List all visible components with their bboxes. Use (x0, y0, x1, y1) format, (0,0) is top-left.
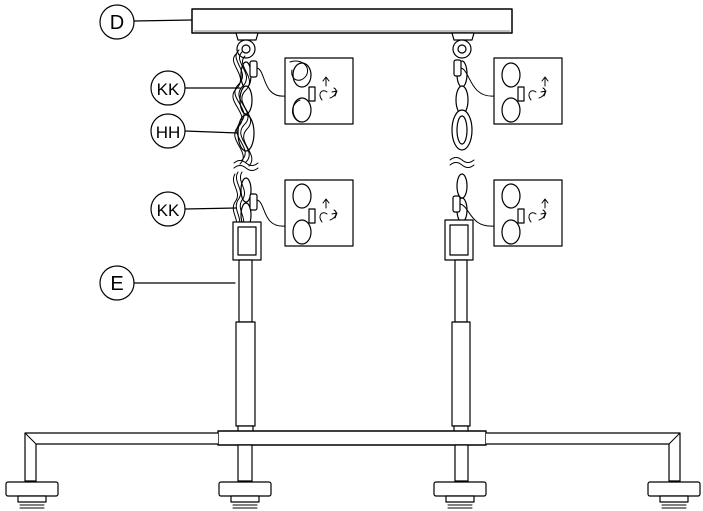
callout-d-label: D (110, 12, 124, 34)
right-hanger (444, 32, 475, 433)
socket-1 (5, 481, 59, 509)
callout-hh: HH (150, 113, 239, 149)
callout-e: E (99, 265, 236, 301)
callout-kk-bottom-label: KK (157, 201, 180, 220)
callout-kk-top-label: KK (157, 80, 180, 99)
callout-kk-top: KK (150, 70, 241, 106)
socket-4 (647, 481, 701, 509)
socket-3 (433, 481, 487, 509)
canopy-bar (191, 8, 513, 34)
callout-kk-bottom: KK (150, 191, 237, 227)
callout-hh-label: HH (156, 123, 181, 142)
detail-box-left-top (256, 57, 354, 125)
left-hanger (232, 32, 262, 433)
callout-e-label: E (110, 273, 123, 295)
socket-2 (218, 481, 272, 509)
base-frame (24, 430, 681, 482)
detail-box-right-top (460, 57, 563, 125)
callout-d: D (99, 4, 193, 40)
detail-box-right-bottom (459, 179, 563, 247)
detail-box-left-bottom (256, 179, 354, 247)
